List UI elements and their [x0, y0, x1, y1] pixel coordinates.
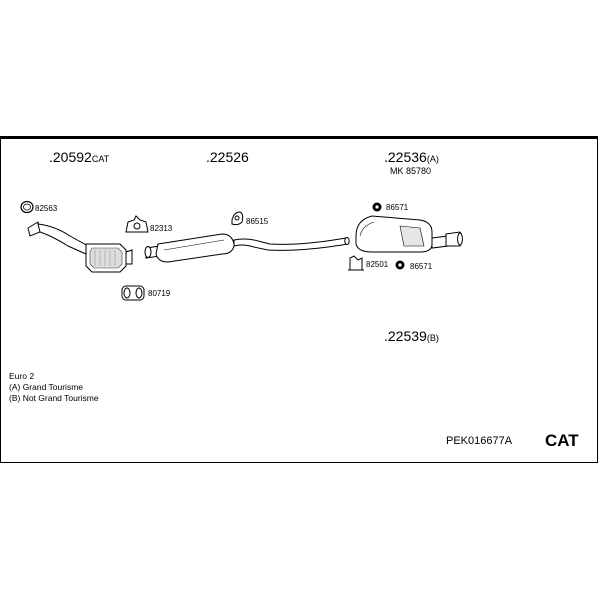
group-number-front: .20592 — [49, 149, 92, 165]
group-suffix-rear-a: (A) — [426, 154, 439, 164]
clamp-sleeve-80719 — [121, 285, 145, 301]
rear-silencer — [355, 215, 463, 253]
clamp-82313 — [125, 215, 149, 233]
group-label-rear-b: .22539(B) — [384, 329, 439, 343]
group-number-rear-b: .22539 — [384, 328, 427, 344]
group-suffix-rear-b: (B) — [426, 333, 439, 343]
diagram-frame — [0, 136, 598, 463]
group-number-middle: .22526 — [206, 149, 249, 165]
kit-code: PEK016677A — [446, 435, 513, 447]
rubber-mount-86515 — [231, 211, 244, 226]
clamp-82501 — [348, 255, 364, 271]
gasket-ring-82563 — [20, 200, 34, 214]
part-label-80719: 80719 — [148, 289, 171, 298]
rubber-mount-86571-bottom — [395, 260, 405, 270]
front-pipe-catalyst — [27, 221, 133, 273]
part-label-82501: 82501 — [366, 260, 389, 269]
group-label-middle: .22526 — [206, 150, 249, 164]
part-label-86571-top: 86571 — [386, 203, 409, 212]
group-sub-rear-a: MK 85780 — [390, 166, 432, 176]
part-label-86571-bottom: 86571 — [410, 262, 433, 271]
group-number-rear-a: .22536 — [384, 149, 427, 165]
note-b: (B) Not Grand Tourisme — [9, 393, 99, 403]
part-label-82313: 82313 — [150, 224, 173, 233]
group-suffix-front: CAT — [91, 154, 110, 164]
middle-silencer — [144, 233, 350, 263]
note-a: (A) Grand Tourisme — [9, 382, 84, 392]
note-euro: Euro 2 — [9, 371, 35, 381]
group-label-front: .20592CAT — [49, 150, 109, 164]
rubber-mount-86571-top — [372, 202, 382, 212]
kit-type: CAT — [545, 431, 579, 450]
part-label-82563: 82563 — [35, 204, 58, 213]
part-label-86515: 86515 — [246, 217, 269, 226]
group-label-rear-a: .22536(A) — [384, 150, 439, 164]
